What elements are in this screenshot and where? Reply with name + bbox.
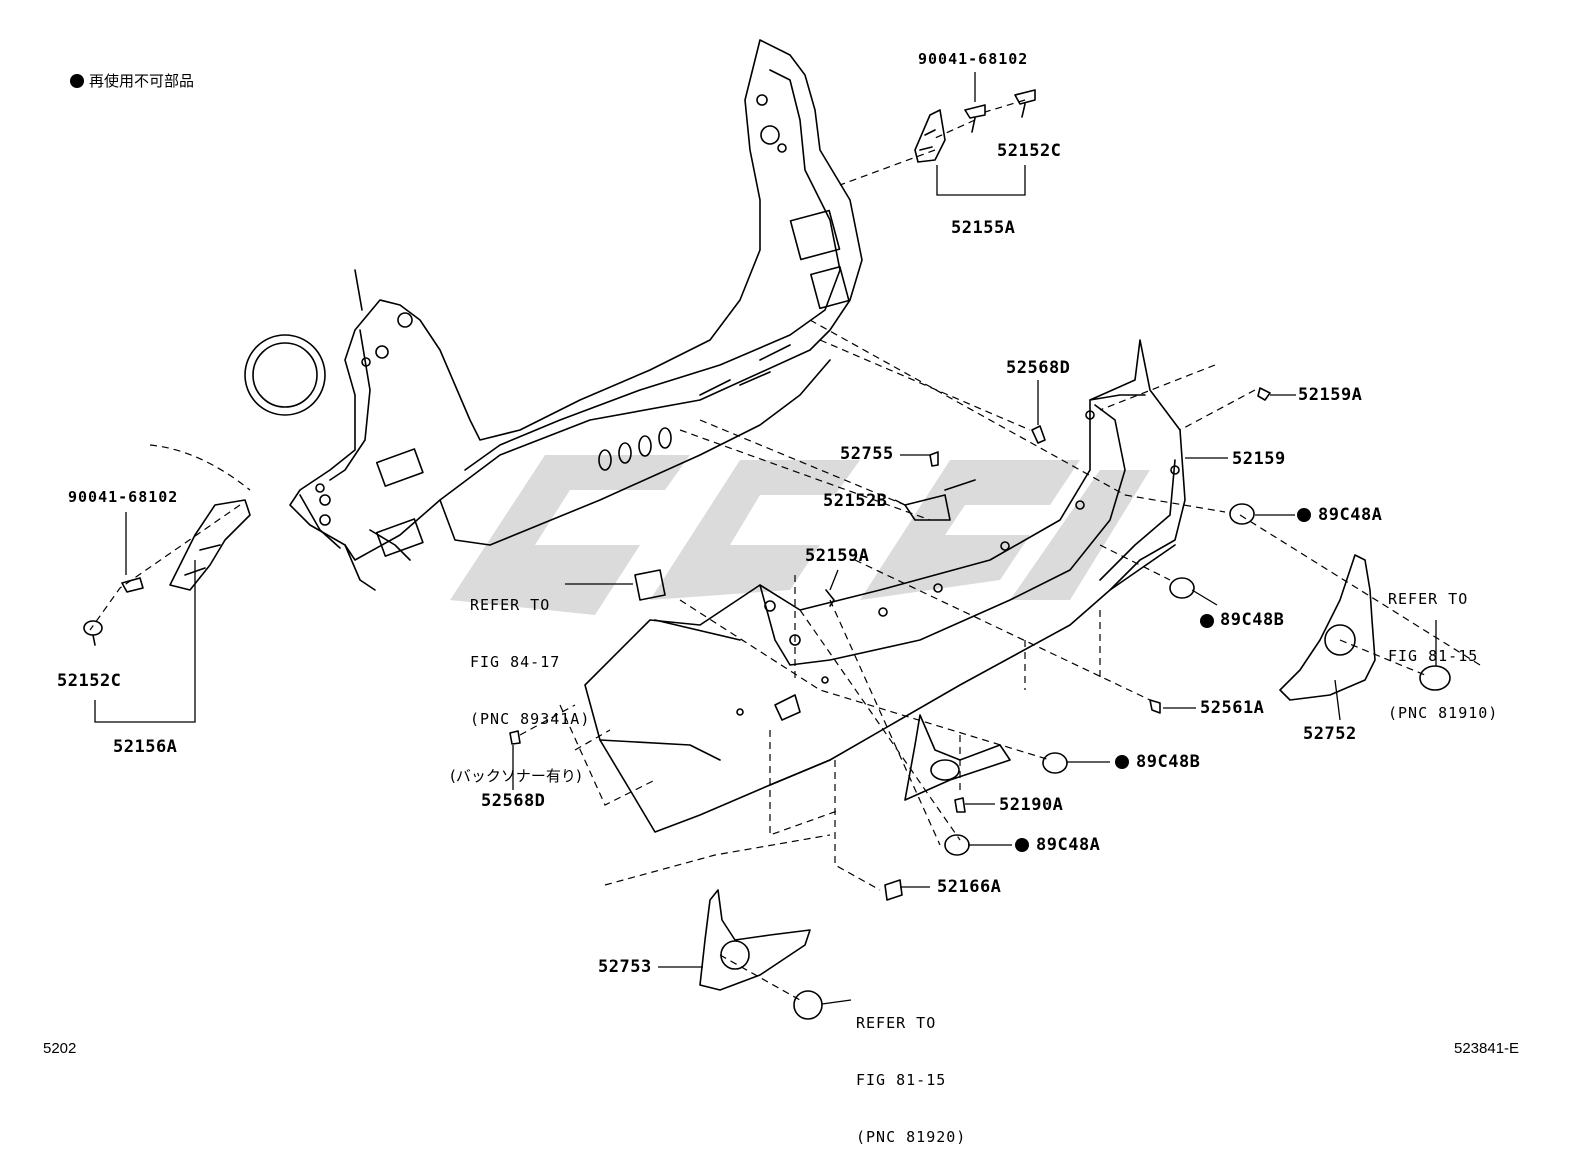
label-90041-68102-top[interactable]: 90041-68102: [918, 50, 1029, 68]
reference-bottom-line3: (PNC 81920): [856, 1128, 967, 1146]
label-52152B[interactable]: 52152B: [823, 491, 888, 511]
label-52752[interactable]: 52752: [1303, 724, 1357, 744]
label-52753[interactable]: 52753: [598, 957, 652, 977]
parts-diagram: [83, 39, 1481, 1020]
legend-text: 再使用不可部品: [89, 72, 195, 90]
label-52152C-left[interactable]: 52152C: [57, 671, 122, 691]
label-89C48A-low[interactable]: 89C48A: [1036, 835, 1101, 855]
label-52159A-mid[interactable]: 52159A: [805, 546, 870, 566]
label-52155A[interactable]: 52155A: [951, 218, 1016, 238]
reference-right-line3: (PNC 81910): [1388, 704, 1499, 722]
label-52755[interactable]: 52755: [840, 444, 894, 464]
label-89C48B-top[interactable]: 89C48B: [1220, 610, 1285, 630]
reference-sonar-line1: REFER TO: [470, 596, 551, 614]
reference-sonar-line2: FIG 84-17: [470, 653, 561, 671]
bracket-52156A-part: [83, 499, 251, 646]
reference-bottom[interactable]: REFER TO FIG 81-15 (PNC 81920): [856, 976, 966, 1166]
label-52568D-low[interactable]: 52568D: [481, 791, 546, 811]
fasteners: [509, 387, 1271, 901]
reference-right-line2: FIG 81-15: [1388, 647, 1479, 665]
label-52166A[interactable]: 52166A: [937, 877, 1002, 897]
reflector-bezel-52753: [699, 889, 823, 1020]
figure-id: 523841-E: [1454, 1040, 1520, 1057]
reference-bottom-line1: REFER TO: [856, 1014, 937, 1032]
reference-sonar-line3: (PNC 89341A): [470, 710, 591, 728]
dashed-guides: [89, 99, 1481, 1001]
label-52190A[interactable]: 52190A: [999, 795, 1064, 815]
label-90041-68102-left[interactable]: 90041-68102: [68, 488, 179, 506]
page-code: 5202: [43, 1040, 77, 1057]
label-52156A[interactable]: 52156A: [113, 737, 178, 757]
legend-dot-icon: [70, 74, 84, 88]
reflector-bezel-52752: [1279, 554, 1451, 701]
label-52152C-top[interactable]: 52152C: [997, 141, 1062, 161]
reference-sonar-line4: (バックソナー有り): [450, 767, 582, 785]
reference-right-line1: REFER TO: [1388, 590, 1469, 608]
leader-lines: [94, 72, 1437, 1005]
label-89C48A-top[interactable]: 89C48A: [1318, 505, 1383, 525]
label-52159[interactable]: 52159: [1232, 449, 1286, 469]
label-52159A-right[interactable]: 52159A: [1298, 385, 1363, 405]
bracket-52155A-part: [914, 89, 1036, 163]
label-89C48B-low[interactable]: 89C48B: [1136, 752, 1201, 772]
reference-sonar[interactable]: REFER TO FIG 84-17 (PNC 89341A) (バックソナー有…: [450, 558, 591, 805]
label-52561A[interactable]: 52561A: [1200, 698, 1265, 718]
body-back-panel: [244, 39, 863, 591]
non-reusable-markers: [1015, 508, 1311, 852]
reference-bottom-line2: FIG 81-15: [856, 1071, 947, 1089]
reference-right[interactable]: REFER TO FIG 81-15 (PNC 81910): [1388, 552, 1498, 742]
label-52568D-top[interactable]: 52568D: [1006, 358, 1071, 378]
legend: 再使用不可部品: [70, 70, 194, 91]
